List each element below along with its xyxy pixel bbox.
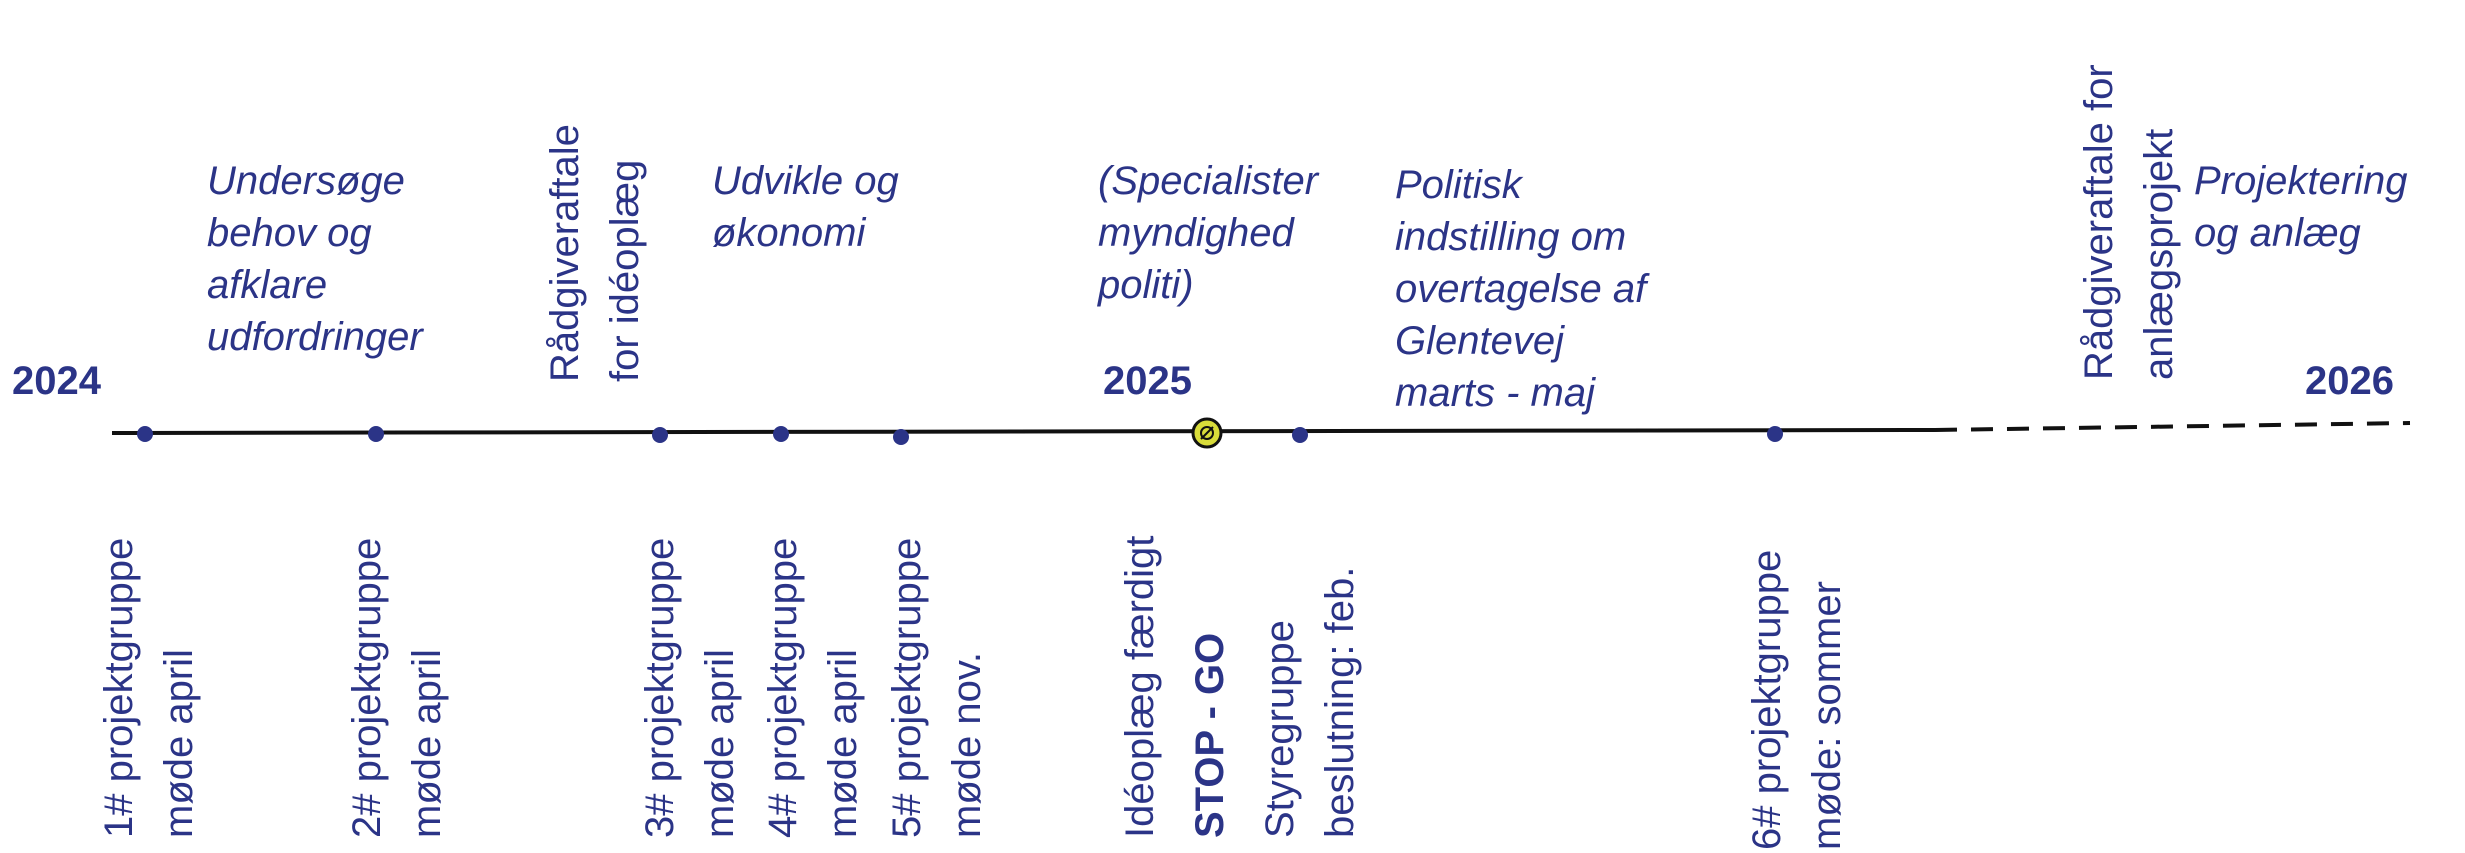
timeline-dot <box>773 426 789 442</box>
milestone-meeting-1: 1# projektgruppe møde april <box>89 538 209 838</box>
phase-line: Undersøge <box>207 159 405 203</box>
milestone-line: 4# projektgruppe <box>761 537 805 838</box>
phase-line: politi) <box>1098 263 1194 307</box>
milestone-meeting-4: 4# projektgruppe møde april <box>753 538 873 838</box>
phase-develop: Udvikle og økonomi <box>712 155 899 259</box>
timeline-solid-line <box>111 428 1936 435</box>
milestone-line: møde nov. <box>945 652 989 838</box>
stop-go-icon <box>1191 417 1223 449</box>
milestone-meeting-2: 2# projektgruppe møde april <box>337 538 457 838</box>
timeline-dot <box>368 426 384 442</box>
phase-line: Projektering <box>2194 159 2408 203</box>
phase-line: og anlæg <box>2194 211 2361 255</box>
milestone-line: Styregruppe <box>1258 620 1302 838</box>
milestone-line: anlægsprojekt <box>2137 128 2181 380</box>
milestone-line: Idéoplæg færdigt <box>1118 535 1162 838</box>
milestone-line: 3# projektgruppe <box>638 537 682 838</box>
phase-line: Udvikle og <box>712 159 899 203</box>
timeline-dot <box>1767 426 1783 442</box>
timeline-dot <box>652 427 668 443</box>
milestone-line: 2# projektgruppe <box>345 537 389 838</box>
milestone-steering-decision: Styregruppe beslutning: feb. <box>1250 567 1370 838</box>
milestone-meeting-6: 6# projektgruppe møde: sommer <box>1737 550 1857 850</box>
phase-line: myndighed <box>1098 211 1294 255</box>
phase-specialists: (Specialister myndighed politi) <box>1098 155 1318 311</box>
phase-line: Glentevej <box>1395 319 1564 363</box>
milestone-line: møde: sommer <box>1805 581 1849 850</box>
phase-line: behov og <box>207 211 372 255</box>
phase-line: økonomi <box>712 211 866 255</box>
year-label-2026: 2026 <box>2305 359 2394 403</box>
timeline-dot <box>1292 427 1308 443</box>
phase-line: marts - maj <box>1395 371 1595 415</box>
phase-line: indstilling om <box>1395 215 1627 259</box>
milestone-line: beslutning: feb. <box>1318 566 1362 838</box>
milestone-line: STOP - GO <box>1188 632 1232 838</box>
phase-line: afklare <box>207 263 328 307</box>
phase-investigate: Undersøge behov og afklare udfordringer <box>207 155 423 363</box>
timeline-dot <box>893 429 909 445</box>
milestone-advisor-idea: Rådgiveraftale for idéoplæg <box>535 124 655 382</box>
milestone-line: møde april <box>698 649 742 838</box>
phase-political: Politisk indstilling om overtagelse af G… <box>1395 159 1646 419</box>
milestone-line: møde april <box>405 649 449 838</box>
milestone-idea-complete: Idéoplæg færdigt <box>1110 536 1170 838</box>
phase-projecting: Projektering og anlæg <box>2194 155 2407 259</box>
phase-line: Politisk <box>1395 163 1522 207</box>
milestone-line: for idéoplæg <box>603 159 647 382</box>
year-label-2025: 2025 <box>1103 359 1192 403</box>
milestone-meeting-3: 3# projektgruppe møde april <box>630 538 750 838</box>
milestone-line: Rådgiveraftale <box>543 124 587 382</box>
milestone-line: 5# projektgruppe <box>885 537 929 838</box>
milestone-line: møde april <box>821 649 865 838</box>
milestone-line: Rådgiveraftale for <box>2077 64 2121 380</box>
milestone-stop-go: STOP - GO <box>1180 633 1240 838</box>
phase-line: udfordringer <box>207 315 423 359</box>
year-label-2024: 2024 <box>12 359 101 403</box>
phase-line: overtagelse af <box>1395 267 1647 311</box>
milestone-line: møde april <box>157 649 201 838</box>
timeline-dashed-line <box>1934 421 2411 432</box>
milestone-advisor-construction: Rådgiveraftale for anlægsprojekt <box>2069 64 2189 380</box>
phase-line: (Specialister <box>1098 159 1319 203</box>
milestone-line: 6# projektgruppe <box>1745 549 1789 850</box>
timeline-dot <box>137 426 153 442</box>
milestone-meeting-5: 5# projektgruppe møde nov. <box>877 538 997 838</box>
milestone-line: 1# projektgruppe <box>97 537 141 838</box>
